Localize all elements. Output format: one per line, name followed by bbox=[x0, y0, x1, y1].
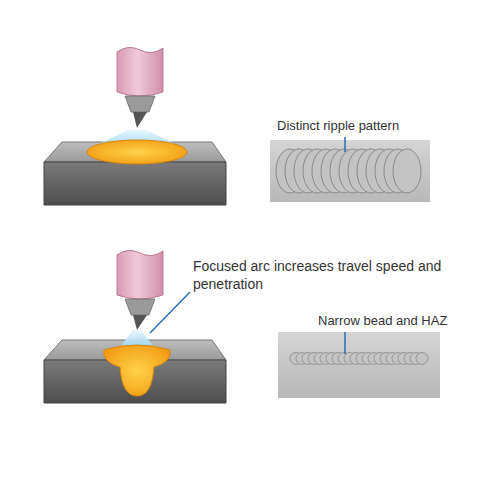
torch-top bbox=[117, 47, 163, 128]
torch-bottom bbox=[117, 250, 163, 330]
workpiece-bottom bbox=[44, 330, 226, 403]
ripple-bead-plate bbox=[270, 140, 430, 202]
narrow-bead-plate bbox=[278, 332, 440, 398]
callout-label: Distinct ripple pattern bbox=[277, 118, 399, 135]
workpiece-top bbox=[44, 130, 226, 205]
callout-label: Focused arc increases travel speed and p… bbox=[193, 257, 445, 293]
leader-line bbox=[344, 137, 346, 152]
weld-ripple bbox=[416, 353, 428, 365]
callout-label: Narrow bead and HAZ bbox=[318, 313, 447, 330]
leader-line bbox=[150, 292, 190, 333]
weld-ripple bbox=[393, 149, 421, 193]
leader-line bbox=[344, 332, 346, 354]
